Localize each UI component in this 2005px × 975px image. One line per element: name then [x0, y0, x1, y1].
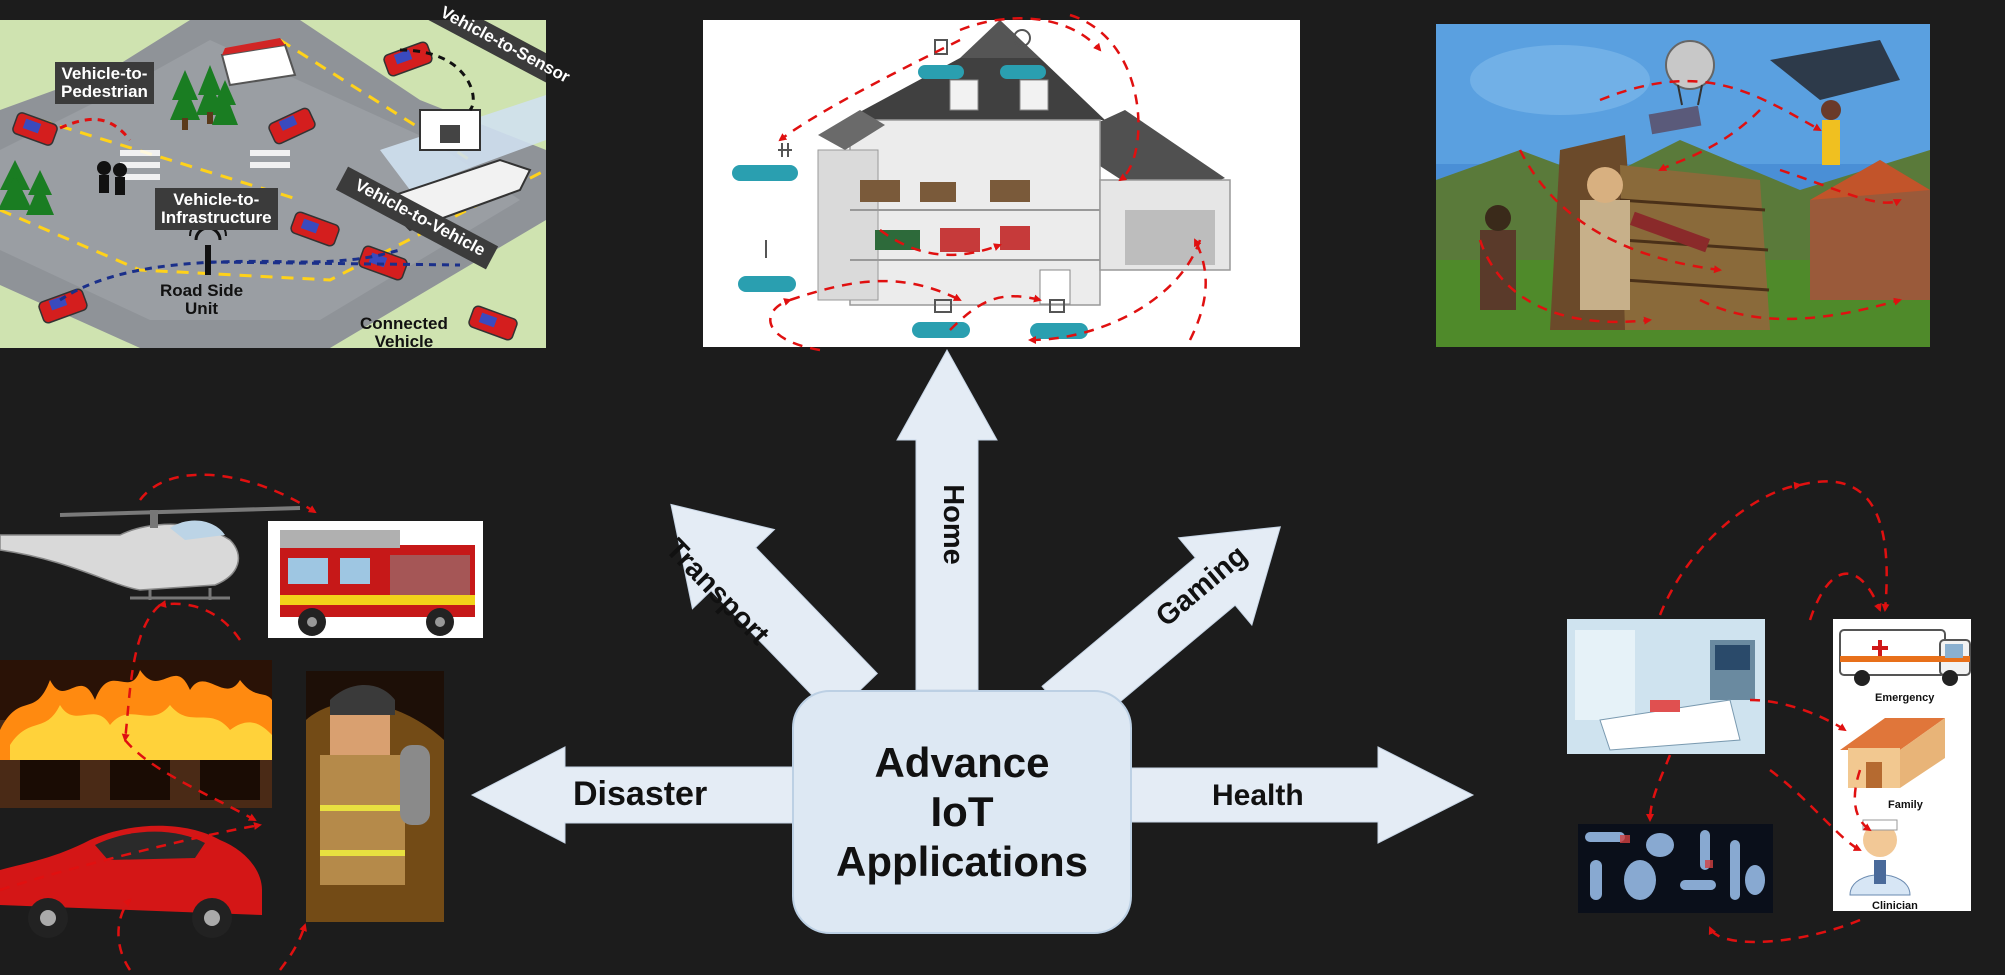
center-line3: Applications [835, 837, 1089, 885]
health-panel [1567, 619, 1971, 913]
home-panel [703, 20, 1300, 347]
v2i-line1: Vehicle-to- [173, 190, 260, 209]
disaster-arrow [470, 746, 796, 844]
v2i-line2: Infrastructure [161, 207, 272, 227]
rsu-line2: Unit [185, 298, 219, 318]
center-title-box: Advance IoT Applications [792, 690, 1132, 934]
transport-arrow [670, 503, 879, 718]
clinician-icon [1849, 819, 1911, 896]
v2p-label: Vehicle-to-Pedestrian [55, 62, 154, 104]
disaster-label: Disaster [573, 775, 708, 813]
fire-truck-image [268, 521, 483, 638]
v2i-label: Vehicle-to-Infrastructure [155, 188, 278, 230]
connected-line1: Connected [360, 314, 448, 333]
center-line1: Advance [874, 738, 1050, 786]
helicopter-image [0, 506, 301, 600]
family-label: Family [1888, 799, 1923, 811]
red-car-image [0, 825, 262, 938]
clinician-label: Clinician [1872, 900, 1918, 912]
family-house-icon [1840, 718, 1945, 788]
home-arrow [896, 348, 998, 691]
emergency-label: Emergency [1875, 692, 1935, 704]
connected-line2: Vehicle [374, 331, 434, 351]
xray-image [1578, 824, 1773, 913]
burning-building-image [0, 660, 272, 808]
ambulance-icon [1839, 629, 1971, 686]
health-arrow [1127, 746, 1475, 844]
v2p-line1: Vehicle-to- [61, 64, 148, 83]
rsu-line1: Road Side [160, 281, 244, 300]
disaster-panel [0, 506, 483, 938]
gaming-panel [1436, 24, 1930, 347]
dashed-links [0, 13, 1902, 971]
health-label: Health [1212, 779, 1304, 812]
hospital-room-image [1567, 619, 1765, 754]
firefighter-image [306, 671, 444, 922]
v2p-line2: Pedestrian [61, 81, 148, 101]
home-label: Home [936, 484, 969, 565]
care-strip-image [1833, 619, 1971, 911]
transport-panel [0, 20, 546, 348]
center-line2: IoT [930, 788, 994, 836]
